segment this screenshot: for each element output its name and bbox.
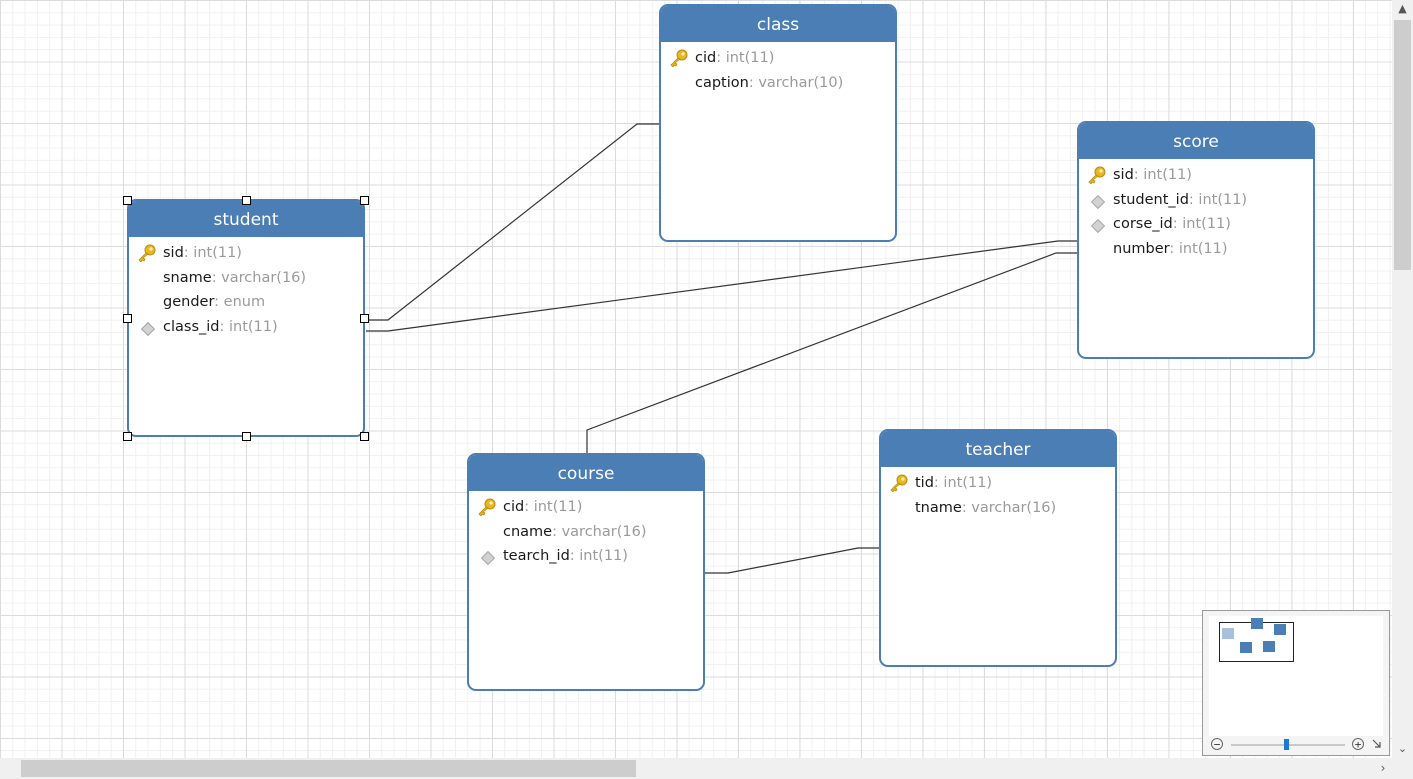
field-type: : int(11) <box>219 318 278 335</box>
entity-course[interactable]: course cid: int(11) cname: varchar(16) t… <box>467 453 705 691</box>
field-name: caption <box>695 74 749 91</box>
entity-teacher[interactable]: teacher tid: int(11) tname: varchar(16) <box>879 429 1117 667</box>
field-type: : varchar(16) <box>961 499 1057 516</box>
diagram-canvas[interactable]: class cid: int(11) caption: varchar(10) … <box>0 0 1392 758</box>
scroll-right-icon[interactable]: › <box>1380 761 1386 775</box>
zoom-slider-knob[interactable] <box>1284 739 1289 750</box>
scroll-up-icon[interactable]: ▲ <box>1398 2 1407 15</box>
vertical-scrollbar[interactable]: ▲ ⌄ <box>1392 0 1413 758</box>
field-type: : enum <box>214 294 266 310</box>
field-name: tname <box>915 499 962 516</box>
field-type: : int(11) <box>1172 216 1231 232</box>
field-row[interactable]: tname: varchar(16) <box>881 496 1115 521</box>
field-type: : int(11) <box>569 548 628 564</box>
field-type: : varchar(16) <box>552 523 647 540</box>
field-name: class_id <box>163 318 220 335</box>
resize-handle-sw[interactable] <box>123 432 132 441</box>
entity-title: score <box>1079 123 1313 159</box>
resize-handle-s[interactable] <box>242 432 251 441</box>
field-row[interactable]: student_id: int(11) <box>1079 188 1313 213</box>
diamond-icon <box>480 550 496 566</box>
field-type: : int(11) <box>1133 167 1192 183</box>
field-name: sid <box>1113 167 1134 183</box>
key-icon <box>890 474 908 492</box>
minimap-preview[interactable] <box>1209 616 1383 736</box>
plus-circle-icon[interactable]: + <box>1352 738 1364 750</box>
key-icon <box>138 244 156 262</box>
resize-handle-e[interactable] <box>360 314 369 323</box>
field-row[interactable]: gender: enum <box>129 290 363 315</box>
field-type: : int(11) <box>1169 240 1228 257</box>
scroll-left-icon[interactable] <box>0 758 18 779</box>
field-row[interactable]: number: int(11) <box>1079 237 1313 262</box>
field-row[interactable]: sid: int(11) <box>129 241 363 266</box>
field-row[interactable]: cid: int(11) <box>661 46 895 71</box>
resize-handle-w[interactable] <box>123 314 132 323</box>
entity-score[interactable]: score sid: int(11) student_id: int(11) c… <box>1077 121 1315 359</box>
minimap-entity-score <box>1274 624 1286 635</box>
horizontal-scroll-thumb[interactable] <box>21 760 636 777</box>
key-icon <box>1088 166 1106 184</box>
field-type: : varchar(16) <box>211 269 307 286</box>
relation-course-score[interactable] <box>586 252 1078 454</box>
resize-handle-se[interactable] <box>360 432 369 441</box>
entity-student[interactable]: student sid: int(11) sname: varchar(16) … <box>127 199 365 437</box>
field-type: : varchar(10) <box>748 74 844 91</box>
resize-handle-n[interactable] <box>242 196 251 205</box>
field-type: : int(11) <box>933 475 993 491</box>
diamond-icon <box>1090 194 1106 209</box>
field-name: cid <box>503 499 525 515</box>
zoom-bar: − + <box>1209 737 1383 753</box>
field-name: student_id <box>1113 191 1189 208</box>
field-row[interactable]: tearch_id: int(11) <box>469 544 703 569</box>
entity-title: course <box>469 455 703 491</box>
field-type: : int(11) <box>524 499 583 515</box>
resize-handle-ne[interactable] <box>360 196 369 205</box>
field-name: tearch_id <box>503 548 570 564</box>
field-name: cid <box>695 50 717 66</box>
field-row[interactable]: caption: varchar(10) <box>661 71 895 96</box>
key-icon <box>670 49 688 67</box>
field-name: sname <box>163 269 212 286</box>
field-name: gender <box>163 294 215 310</box>
key-icon <box>478 498 496 516</box>
entity-title: student <box>129 201 363 237</box>
field-row[interactable]: sname: varchar(16) <box>129 266 363 291</box>
diamond-icon <box>1090 218 1106 234</box>
field-type: : int(11) <box>1188 191 1248 208</box>
minus-circle-icon[interactable]: − <box>1211 738 1223 750</box>
field-type: : int(11) <box>183 245 242 261</box>
scroll-down-icon[interactable]: ⌄ <box>1397 742 1408 755</box>
field-type: : int(11) <box>716 50 775 66</box>
minimap-entity-student <box>1222 628 1234 639</box>
field-row[interactable]: cid: int(11) <box>469 495 703 520</box>
minimap-panel[interactable]: − + <box>1202 610 1390 756</box>
resize-handle-nw[interactable] <box>123 196 132 205</box>
horizontal-scrollbar[interactable]: › <box>0 758 1392 779</box>
field-row[interactable]: sid: int(11) <box>1079 163 1313 188</box>
entity-title: class <box>661 6 895 42</box>
field-name: corse_id <box>1113 216 1173 232</box>
minimap-entity-class <box>1251 618 1263 629</box>
diamond-icon <box>140 321 156 336</box>
relation-course-teacher[interactable] <box>705 547 880 574</box>
field-row[interactable]: corse_id: int(11) <box>1079 212 1313 237</box>
relation-student-class[interactable] <box>366 123 660 321</box>
field-name: number <box>1113 240 1170 257</box>
field-name: cname <box>503 523 553 540</box>
field-name: tid <box>915 475 934 491</box>
vertical-scroll-thumb[interactable] <box>1394 20 1411 270</box>
minimap-entity-course <box>1240 642 1252 653</box>
relationship-lines <box>366 123 1078 574</box>
minimap-entity-teacher <box>1263 641 1275 652</box>
field-row[interactable]: tid: int(11) <box>881 471 1115 496</box>
entity-title: teacher <box>881 431 1115 467</box>
scrollbar-corner <box>1392 758 1413 779</box>
field-row[interactable]: class_id: int(11) <box>129 315 363 340</box>
entity-class[interactable]: class cid: int(11) caption: varchar(10) <box>659 4 897 242</box>
resize-grip-icon[interactable] <box>1371 737 1383 751</box>
relation-student-score[interactable] <box>366 240 1078 332</box>
field-name: sid <box>163 245 184 261</box>
field-row[interactable]: cname: varchar(16) <box>469 520 703 545</box>
